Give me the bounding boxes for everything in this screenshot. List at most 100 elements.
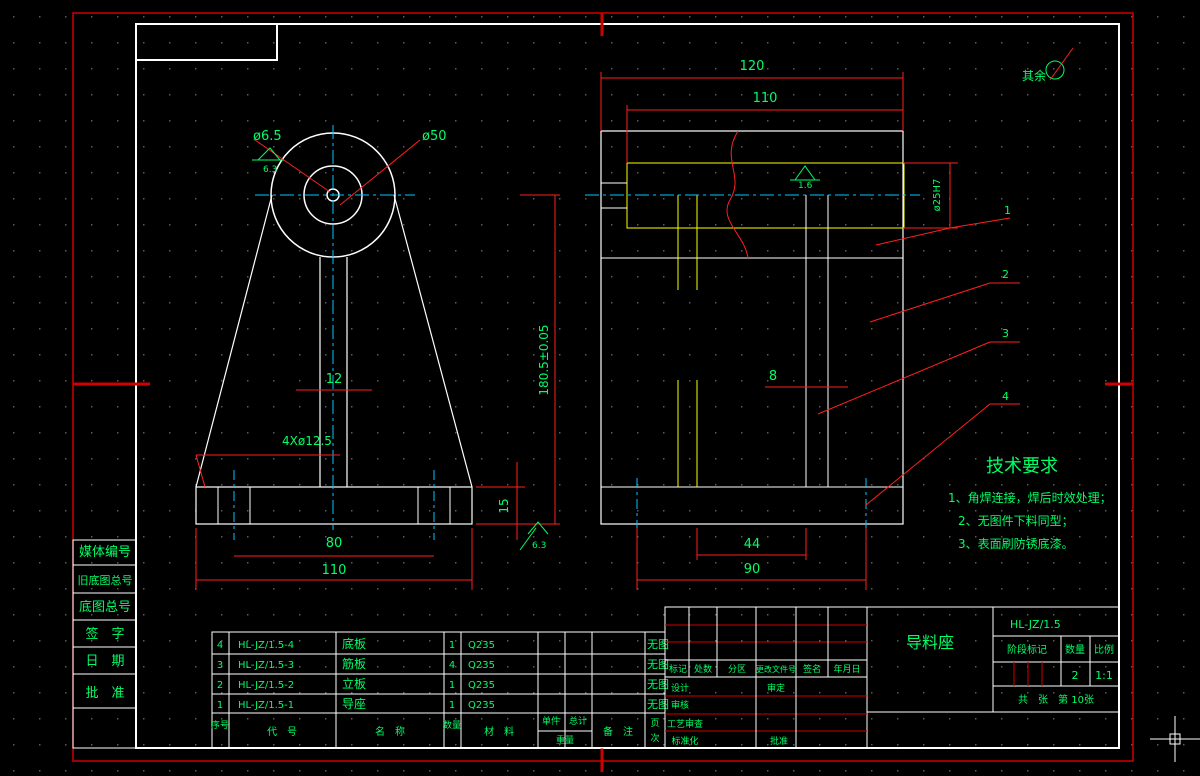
dim-overall-width: 120 <box>740 59 765 74</box>
balloon-1: 1 <box>1004 204 1011 217</box>
mark-col-3: 分区 <box>728 664 746 675</box>
hdr-remark: 备 注 <box>603 725 633 738</box>
parts-row-2-seq: 3 <box>217 660 223 671</box>
mark-col-6: 年月日 <box>833 663 860 675</box>
hdr-name: 名 称 <box>375 725 405 738</box>
strip-media-no: 媒体编号 <box>79 545 131 560</box>
parts-row-3-suffix: 无图 <box>647 678 669 691</box>
dim-inner-width: 110 <box>753 91 778 106</box>
side-view-dims: 120 110 1.6 ø25H7 8 44 90 1 2 3 4 其余 <box>740 59 1046 577</box>
mark-col-2: 处数 <box>694 663 712 675</box>
surface-note: 其余 <box>1022 68 1046 83</box>
parts-row-3-code: HL-JZ/1.5-2 <box>238 680 294 691</box>
hdr-single: 单件 <box>542 715 560 727</box>
dim-hole-spacing-side: 44 <box>744 537 761 552</box>
role-standard: 标准化 <box>671 735 698 747</box>
parts-row-2-name: 筋板 <box>342 656 366 671</box>
qty-label: 数量 <box>1065 643 1085 656</box>
dim-large-dia: ø50 <box>422 129 447 144</box>
dim-small-dia: ø6.5 <box>253 129 282 144</box>
hdr-code: 代 号 <box>267 726 297 738</box>
hdr-weight: 重量 <box>556 734 574 746</box>
sheet-border <box>72 12 1134 772</box>
dim-rib: 8 <box>769 369 777 384</box>
parts-row-3-qty: 1 <box>449 680 455 691</box>
hdr-qty: 数量 <box>443 719 461 731</box>
tech-requirements: 技术要求 1、角焊连接，焊后时效处理； 2、无图件下料同型； 3、表面刷防锈底漆… <box>948 456 1112 551</box>
dim-rib-width: 12 <box>326 372 343 387</box>
dim-base-length: 110 <box>322 563 347 578</box>
part-name: 导料座 <box>906 633 954 652</box>
parts-row-1-suffix: 无图 <box>647 638 669 651</box>
front-view-dims: ø6.5 ø50 6.3 12 4Xø12.5 180.5±0.05 15 6.… <box>253 129 551 578</box>
parts-row-1-qty: 1 <box>449 640 455 651</box>
title-block <box>664 606 1120 749</box>
parts-row-4-name: 导座 <box>342 696 366 711</box>
stage-mark-label: 阶段标记 <box>1007 643 1047 656</box>
strip-sign: 签 字 <box>85 626 124 642</box>
scale-label: 比例 <box>1094 643 1114 656</box>
parts-row-1-code: HL-JZ/1.5-4 <box>238 640 294 651</box>
rough-b: 6.3 <box>532 541 546 551</box>
role-check: 审核 <box>671 699 689 711</box>
parts-row-4-qty: 1 <box>449 700 455 711</box>
hdr-page-a: 页 <box>650 718 659 729</box>
strip-base-no: 底图总号 <box>79 599 131 615</box>
left-strip: 媒体编号 旧底图总号 底图总号 签 字 日 期 批 准 <box>72 539 137 749</box>
parts-row-4-seq: 1 <box>217 700 223 711</box>
sheet-count: 共 张 第 10张 <box>1018 693 1094 706</box>
strip-date: 日 期 <box>85 654 124 669</box>
strip-approve: 批 准 <box>85 686 124 701</box>
dim-base-thickness: 15 <box>497 498 511 513</box>
parts-row-3-seq: 2 <box>217 680 223 691</box>
parts-row-3-name: 立板 <box>342 676 366 691</box>
tech-req-title: 技术要求 <box>986 456 1058 477</box>
drawing-number: HL-JZ/1.5 <box>1010 618 1061 631</box>
parts-row-3-material: Q235 <box>468 680 495 691</box>
parts-row-1-name: 底板 <box>342 636 366 651</box>
scale-value: 1:1 <box>1095 669 1113 682</box>
tech-req-item-3: 3、表面刷防锈底漆。 <box>958 536 1074 551</box>
mark-col-1: 标记 <box>669 663 687 675</box>
parts-list-header: 序号 代 号 名 称 数量 材 料 单件 总计 重量 备 注 页 次 <box>211 715 660 746</box>
parts-row-2-suffix: 无图 <box>647 658 669 671</box>
snap-grid <box>13 16 1185 772</box>
rough-a: 6.3 <box>263 165 277 175</box>
role-approve: 批准 <box>770 735 788 747</box>
parts-row-1-seq: 4 <box>217 640 223 651</box>
hdr-material: 材 料 <box>484 725 514 738</box>
parts-row-4-material: Q235 <box>468 700 495 711</box>
parts-row-4-suffix: 无图 <box>647 698 669 711</box>
rough-c: 1.6 <box>798 181 813 191</box>
dim-hole-spacing: 80 <box>326 536 343 551</box>
role-process: 工艺审查 <box>667 718 703 730</box>
parts-row-4-code: HL-JZ/1.5-1 <box>238 700 294 711</box>
tech-req-item-2: 2、无图件下料同型； <box>958 514 1074 528</box>
balloon-2: 2 <box>1002 268 1009 281</box>
dim-height: 180.5±0.05 <box>537 324 551 395</box>
qty-value: 2 <box>1072 669 1079 682</box>
hdr-seq: 序号 <box>211 719 229 731</box>
dim-bore: ø25H7 <box>932 179 943 212</box>
role-design: 设计 <box>671 682 689 694</box>
parts-row-2-material: Q235 <box>468 660 495 671</box>
dim-base-length-side: 90 <box>744 562 761 577</box>
title-block-text: 导料座 HL-JZ/1.5 阶段标记 数量 比例 2 1:1 共 张 第 10张… <box>667 618 1114 747</box>
tech-req-item-1: 1、角焊连接，焊后时效处理； <box>948 490 1112 505</box>
dim-holes: 4Xø12.5 <box>282 434 332 448</box>
parts-row-2-code: HL-JZ/1.5-3 <box>238 660 294 671</box>
front-view <box>195 125 560 590</box>
mark-col-5: 签名 <box>803 663 821 675</box>
strip-old-no: 旧底图总号 <box>78 573 133 587</box>
hdr-page-b: 次 <box>650 732 659 744</box>
parts-row-1-material: Q235 <box>468 640 495 651</box>
role-approve-def: 审定 <box>767 682 785 694</box>
balloon-4: 4 <box>1002 390 1009 403</box>
parts-row-2-qty: 4 <box>449 660 455 671</box>
mark-col-4: 更改文件号 <box>756 664 796 674</box>
crosshair-cursor-icon <box>1150 716 1200 762</box>
parts-list <box>211 631 666 749</box>
